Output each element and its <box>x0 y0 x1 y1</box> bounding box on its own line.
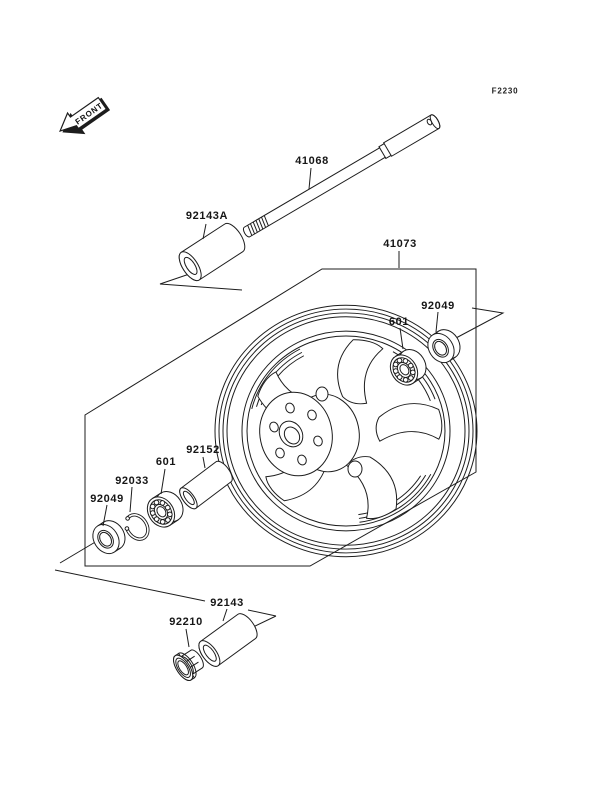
part-label-circlip: 92033 <box>115 475 149 487</box>
part-label-axle-nut: 92210 <box>169 616 203 628</box>
wheel-drawing <box>214 304 478 558</box>
part-label-collar-front: 92143A <box>185 210 229 222</box>
part-label-bearing-right: 601 <box>388 316 410 328</box>
leader-lines <box>102 167 439 648</box>
front-direction-arrow: FRONT <box>59 96 111 135</box>
wheel-hub-drawing <box>259 386 363 478</box>
bearing-right-drawing <box>384 343 433 391</box>
part-label-spacer: 92152 <box>186 444 220 456</box>
figure-code: F2230 <box>491 86 519 96</box>
circlip-drawing <box>124 513 150 541</box>
part-label-seal-left: 92049 <box>90 493 124 505</box>
part-label-collar-rear: 92143 <box>210 597 244 609</box>
collar-rear-drawing <box>198 613 258 667</box>
collar-front-drawing <box>178 222 246 282</box>
part-label-bearing-left: 601 <box>155 456 177 468</box>
seal-right-drawing <box>421 324 466 369</box>
group-boundary-plane <box>84 268 477 567</box>
spacer-drawing <box>179 460 233 510</box>
axle-drawing <box>242 114 441 238</box>
part-label-wheel: 41073 <box>383 238 417 250</box>
part-label-seal-right: 92049 <box>421 300 455 312</box>
axis-arrow-right <box>455 307 505 339</box>
part-label-axle: 41068 <box>295 155 329 167</box>
seal-left-drawing <box>86 515 131 560</box>
axis-line-left <box>59 540 98 564</box>
axle-nut-drawing <box>173 649 204 681</box>
